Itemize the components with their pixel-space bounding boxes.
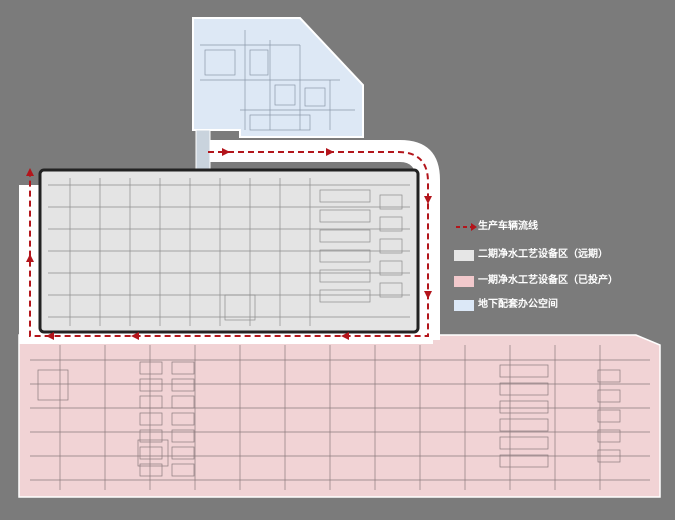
floorplan-line [499,364,549,378]
office-floorplan-lines [200,30,355,131]
route-arrow [46,332,54,340]
legend-phase1-swatch [454,276,474,287]
floorplan-line [319,289,371,303]
floorplan-line [597,429,621,443]
floorplan-line [224,294,256,321]
floorplan-line [249,114,311,131]
floorplan-line [379,282,403,298]
phase2-zone [38,168,420,334]
phase2-floorplan-lines [48,178,410,326]
floorplan-line [379,238,403,254]
route-arrow [341,332,349,340]
floorplan-line [139,463,163,477]
phase1-block [18,334,661,498]
route-arrow [222,148,230,156]
floorplan-line [204,49,236,76]
floorplan-line [274,84,296,106]
legend-office-swatch [454,300,474,311]
phase1-zone [18,334,661,498]
phase1-floorplan-lines [30,345,650,490]
route-path [29,151,429,337]
floorplan-line [379,194,403,210]
route-arrow [424,196,432,204]
floorplan-line [597,409,621,423]
floorplan-line [597,449,621,463]
floorplan-line [139,429,163,443]
route-arrow [131,332,139,340]
vehicle-route [26,148,432,340]
floorplan-line [249,49,269,76]
route-arrow [326,148,334,156]
floorplan-line [171,463,195,477]
floorplan-line [499,436,549,450]
floorplan-line [171,446,195,460]
floorplan-line [499,382,549,396]
floorplan-line [171,378,195,392]
floorplan-line [499,400,549,414]
legend-phase2-label: 二期净水工艺设备区（远期） [478,249,608,260]
office-zone [192,17,364,138]
legend-route-label: 生产车辆流线 [478,221,538,232]
floorplan-line [139,378,163,392]
floorplan-line [379,260,403,276]
floorplan-line [597,389,621,403]
floorplan-line [319,229,371,243]
floorplan-line [319,269,371,283]
legend-office-label: 地下配套办公空间 [478,299,558,310]
legend-phase1-label: 一期净水工艺设备区（已投产） [478,275,618,286]
route-arrow [26,254,34,262]
floorplan-line [137,439,169,467]
floorplan-line [171,429,195,443]
legend-phase2-swatch [454,250,474,261]
legend [454,223,477,311]
route-arrows [26,148,432,340]
legend-route-icon [456,223,477,231]
floorplan-line [379,216,403,232]
floorplan-line [37,369,69,401]
floorplan-line [319,189,371,203]
floorplan-line [304,87,326,107]
floorplan-line [597,369,621,383]
floorplan-line [499,454,549,468]
floorplan-line [171,361,195,375]
floorplan-line [319,209,371,223]
floorplan-line [139,446,163,460]
floorplan-line [171,412,195,426]
floorplan-line [139,361,163,375]
floorplan-line [139,412,163,426]
floorplan-line [319,249,371,263]
floorplan-line [171,395,195,409]
floorplan-line [499,418,549,432]
route-arrow [424,291,432,299]
office-block [192,17,364,138]
floorplan-line [139,395,163,409]
route-arrow [26,168,34,176]
